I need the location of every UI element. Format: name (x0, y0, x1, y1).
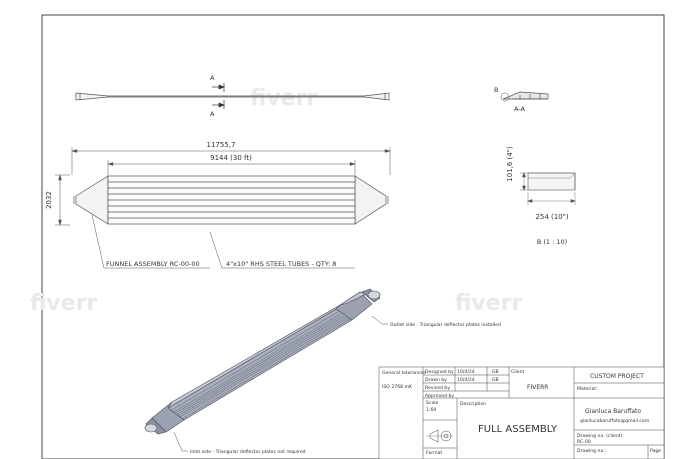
section-aa-label: A-A (514, 105, 526, 113)
description-value: FULL ASSEMBLY (478, 424, 558, 435)
drawing-no-client-label: Drawing no. (client): (577, 433, 624, 439)
description-label: Description (460, 401, 486, 407)
general-tolerances-value: ISO 2768 mK (382, 384, 413, 390)
funnel-assembly-callout: FUNNEL ASSEMBLY RC-00-00 (106, 260, 200, 268)
watermark: fiverr (30, 291, 97, 316)
designed-by-label: Designed by (425, 369, 454, 375)
drawn-by-label: Drawn by (425, 377, 447, 383)
detail-marker-b: B (494, 86, 498, 94)
scale-label: Scale (426, 400, 439, 406)
drawn-by-date: 10/4/24 (457, 377, 475, 383)
general-tolerances-label: General tolerances (382, 370, 426, 376)
rhs-tubes-callout: 4"x10" RHS STEEL TUBES - QTY: 8 (226, 260, 336, 268)
designer-email: gianlucabaruffato@gmail.com (580, 418, 650, 424)
projection-symbol (426, 429, 453, 443)
overall-length-dim: 11755,7 (207, 141, 236, 149)
height-dim: 2032 (45, 191, 53, 209)
drawing-no-client-value: RC-00 (577, 439, 591, 445)
watermarks: fiverr fiverr fiverr (30, 86, 522, 316)
outlet-side-note: Outlet side - Triangular deflector plate… (390, 322, 501, 328)
tube-length-dim: 9144 (30 ft) (210, 154, 252, 162)
main-view-dimensions (55, 147, 391, 226)
section-aa-view (500, 91, 549, 102)
designed-by-initials: GB (492, 369, 499, 375)
section-label-bottom: A (210, 110, 215, 118)
scale-value: 1:60 (426, 407, 436, 413)
approved-by-label: Approved by (425, 393, 454, 399)
iso-note-leaders (173, 315, 388, 452)
detail-b-view (520, 172, 576, 205)
revised-by-label: Revised by (425, 385, 450, 391)
sheet-border (41, 14, 665, 459)
project-name: CUSTOM PROJECT (590, 373, 644, 380)
watermark: fiverr (250, 86, 317, 111)
format-label: Format (426, 450, 442, 456)
inlet-side-note: Inlet side - Triangular deflector plates… (190, 449, 306, 455)
client-label: Client (511, 369, 524, 375)
client-value: FIVERR (527, 384, 548, 391)
isometric-view (144, 288, 381, 435)
title-block-grid (378, 366, 665, 459)
heat-exchanger-front-view (73, 175, 389, 225)
detail-width-dim: 254 (10") (535, 213, 568, 221)
detail-height-dim: 101,6 (4") (506, 146, 514, 182)
designed-by-date: 10/4/24 (457, 369, 475, 375)
drawn-by-initials: GB (492, 377, 499, 383)
detail-b-label: B (1 : 10) (537, 238, 567, 246)
page-label: Page (650, 448, 661, 454)
watermark: fiverr (455, 291, 522, 316)
top-view (74, 92, 390, 101)
section-label-top: A (210, 74, 215, 82)
section-cut-marker (212, 83, 225, 109)
material-label: Material: (577, 386, 598, 392)
designer-name: Gianluca Baruffato (585, 408, 641, 415)
drawing-no-label: Drawing no.: (577, 448, 607, 454)
callout-leaders (91, 214, 355, 269)
